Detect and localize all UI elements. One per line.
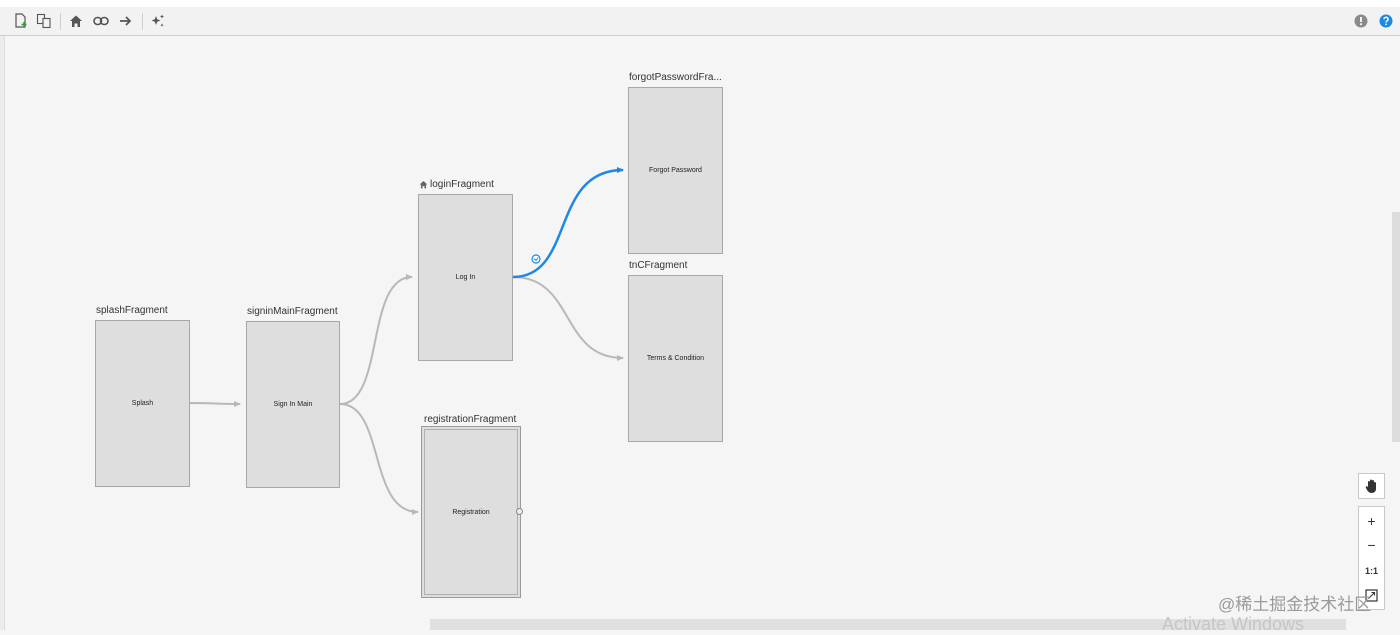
zoom-in-button[interactable]: + xyxy=(1367,513,1376,529)
arrow-right-icon xyxy=(120,16,132,26)
pan-mode-button[interactable] xyxy=(1358,473,1385,499)
help-icon xyxy=(1379,14,1393,28)
fragment-title-splash: splashFragment xyxy=(96,305,168,316)
new-destination-icon xyxy=(15,13,27,28)
new-destination-button[interactable] xyxy=(11,11,31,31)
fragment-title-signin: signinMainFragment xyxy=(247,306,338,317)
start-destination-home-icon xyxy=(419,180,428,189)
warning-icon xyxy=(1354,14,1368,28)
home-icon xyxy=(70,15,82,27)
zoom-out-button[interactable]: − xyxy=(1367,537,1376,553)
fragment-title-registration: registrationFragment xyxy=(424,414,517,425)
fragment-label: Forgot Password xyxy=(649,167,702,174)
fragment-splash[interactable]: Splash xyxy=(95,320,190,487)
fragment-login[interactable]: Log In xyxy=(418,194,513,361)
navigation-editor-toolbar xyxy=(0,7,1400,36)
fragment-label: Splash xyxy=(131,400,154,407)
window-top-strip xyxy=(0,0,1400,7)
left-panel-edge xyxy=(0,36,5,630)
zoom-to-fit-button[interactable] xyxy=(1359,583,1384,607)
zoom-actual-size-button[interactable]: 1:1 xyxy=(1364,566,1378,576)
fragment-label: Registration xyxy=(452,508,490,516)
toolbar-separator xyxy=(60,13,61,30)
fragment-signin-main[interactable]: Sign In Main xyxy=(246,321,340,488)
link-icon xyxy=(93,16,109,26)
fragment-title-tnc: tnCFragment xyxy=(629,260,688,271)
fragment-label: Terms & Condition xyxy=(646,355,705,362)
fragment-title-forgot-password: forgotPasswordFra... xyxy=(629,72,722,83)
hand-icon xyxy=(1365,479,1376,493)
activate-windows-text: Activate Windows xyxy=(1162,614,1305,634)
fragment-terms-condition[interactable]: Terms & Condition xyxy=(628,275,723,442)
auto-arrange-button[interactable] xyxy=(148,11,168,31)
fragment-label: Sign In Main xyxy=(273,401,313,408)
fragment-forgot-password[interactable]: Forgot Password xyxy=(628,87,723,254)
nested-graph-icon xyxy=(36,13,51,29)
help-button[interactable] xyxy=(1376,11,1396,31)
add-action-button[interactable] xyxy=(116,11,136,31)
nested-graph-button[interactable] xyxy=(34,11,54,31)
issues-button[interactable] xyxy=(1351,11,1371,31)
site-watermark: @稀土掘金技术社区 xyxy=(1218,595,1372,614)
horizontal-scrollbar[interactable] xyxy=(430,619,1346,630)
zoom-controls: + − 1:1 xyxy=(1358,506,1385,610)
action-connect-handle[interactable] xyxy=(516,508,523,515)
fragment-title-login-text: loginFragment xyxy=(430,179,494,190)
fragment-title-login: loginFragment xyxy=(419,179,494,190)
fragment-label: Log In xyxy=(455,274,476,281)
toolbar-separator xyxy=(142,13,143,30)
fit-screen-icon xyxy=(1365,588,1378,602)
assign-start-destination-button[interactable] xyxy=(66,11,86,31)
sparkle-icon xyxy=(151,14,164,27)
fragment-registration[interactable]: Registration xyxy=(421,426,521,598)
add-deep-link-button[interactable] xyxy=(91,11,111,31)
vertical-scrollbar[interactable] xyxy=(1392,212,1400,442)
